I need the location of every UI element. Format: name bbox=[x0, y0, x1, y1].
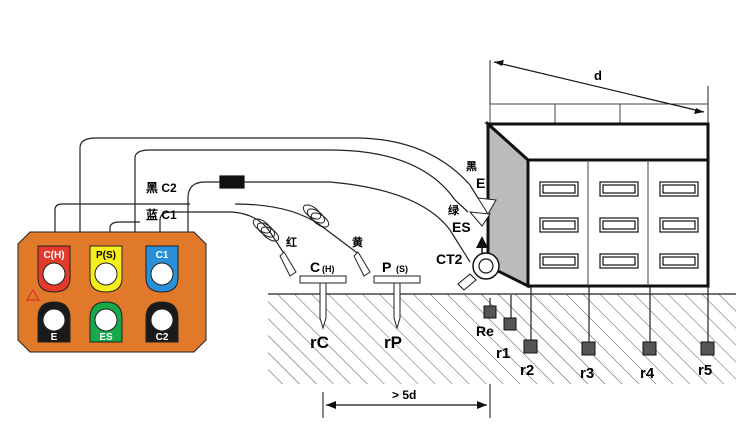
probe-c-title: C bbox=[310, 259, 320, 275]
probe-c: C (H) rC bbox=[299, 259, 347, 352]
yellow-clip-label: 黄 bbox=[352, 235, 363, 249]
jack-c1-label: C1 bbox=[156, 250, 169, 261]
wire-coils bbox=[252, 204, 330, 242]
dimension-d: d bbox=[493, 60, 705, 114]
probe-p: P (S) rP bbox=[373, 259, 421, 352]
warning-icon bbox=[25, 288, 41, 301]
green-clip-label: 绿 bbox=[448, 203, 460, 217]
jack-es[interactable]: ES bbox=[89, 301, 123, 343]
jack-c2[interactable]: C2 bbox=[145, 301, 179, 343]
dimension-5d: > 5d bbox=[322, 384, 491, 418]
label-r1: r1 bbox=[496, 345, 510, 362]
clamp-es: 绿 ES bbox=[448, 203, 491, 235]
label-r5: r5 bbox=[698, 362, 712, 379]
building bbox=[484, 60, 710, 289]
label-e: E bbox=[476, 175, 485, 191]
jack-p-s[interactable]: P(S) bbox=[89, 245, 123, 293]
probe-p-title: P bbox=[382, 259, 391, 275]
probe-p-sub: (S) bbox=[396, 264, 408, 274]
jack-c-h[interactable]: C(H) bbox=[37, 245, 71, 293]
jack-c1[interactable]: C1 bbox=[145, 245, 179, 293]
label-r3: r3 bbox=[580, 365, 594, 382]
probe-c-sub: (H) bbox=[322, 264, 335, 274]
probe-p-label: rP bbox=[384, 333, 402, 352]
red-clip: 红 bbox=[279, 235, 297, 277]
black-clip-label: 黑 bbox=[466, 160, 477, 173]
clamp-e: 黑 E bbox=[466, 160, 497, 215]
jack-c2-label: C2 bbox=[156, 332, 169, 343]
jack-e[interactable]: E bbox=[37, 301, 71, 343]
ground bbox=[268, 293, 736, 384]
jack-p-s-label: P(S) bbox=[96, 250, 116, 261]
dimension-d-label: d bbox=[594, 68, 602, 83]
jack-es-label: ES bbox=[99, 332, 113, 343]
probe-c-label: rC bbox=[310, 333, 329, 352]
dimension-5d-label: > 5d bbox=[392, 388, 416, 402]
electrodes bbox=[483, 305, 715, 356]
wire-tag-c2: 黑 C2 bbox=[146, 181, 177, 195]
label-re: Re bbox=[476, 323, 494, 339]
label-r2: r2 bbox=[520, 362, 534, 379]
label-ct2: CT2 bbox=[436, 251, 463, 267]
yellow-clip: 黄 bbox=[352, 235, 371, 277]
jack-e-label: E bbox=[51, 332, 58, 343]
label-r4: r4 bbox=[640, 365, 655, 382]
terminal-panel: C(H) P(S) C1 E ES C2 bbox=[17, 231, 207, 353]
wire-tag-c1: 蓝 C1 bbox=[146, 207, 177, 222]
label-es: ES bbox=[452, 219, 471, 235]
red-clip-label: 红 bbox=[286, 235, 297, 249]
jack-c-h-label: C(H) bbox=[43, 250, 64, 261]
ct2-clamp: CT2 bbox=[436, 251, 500, 291]
